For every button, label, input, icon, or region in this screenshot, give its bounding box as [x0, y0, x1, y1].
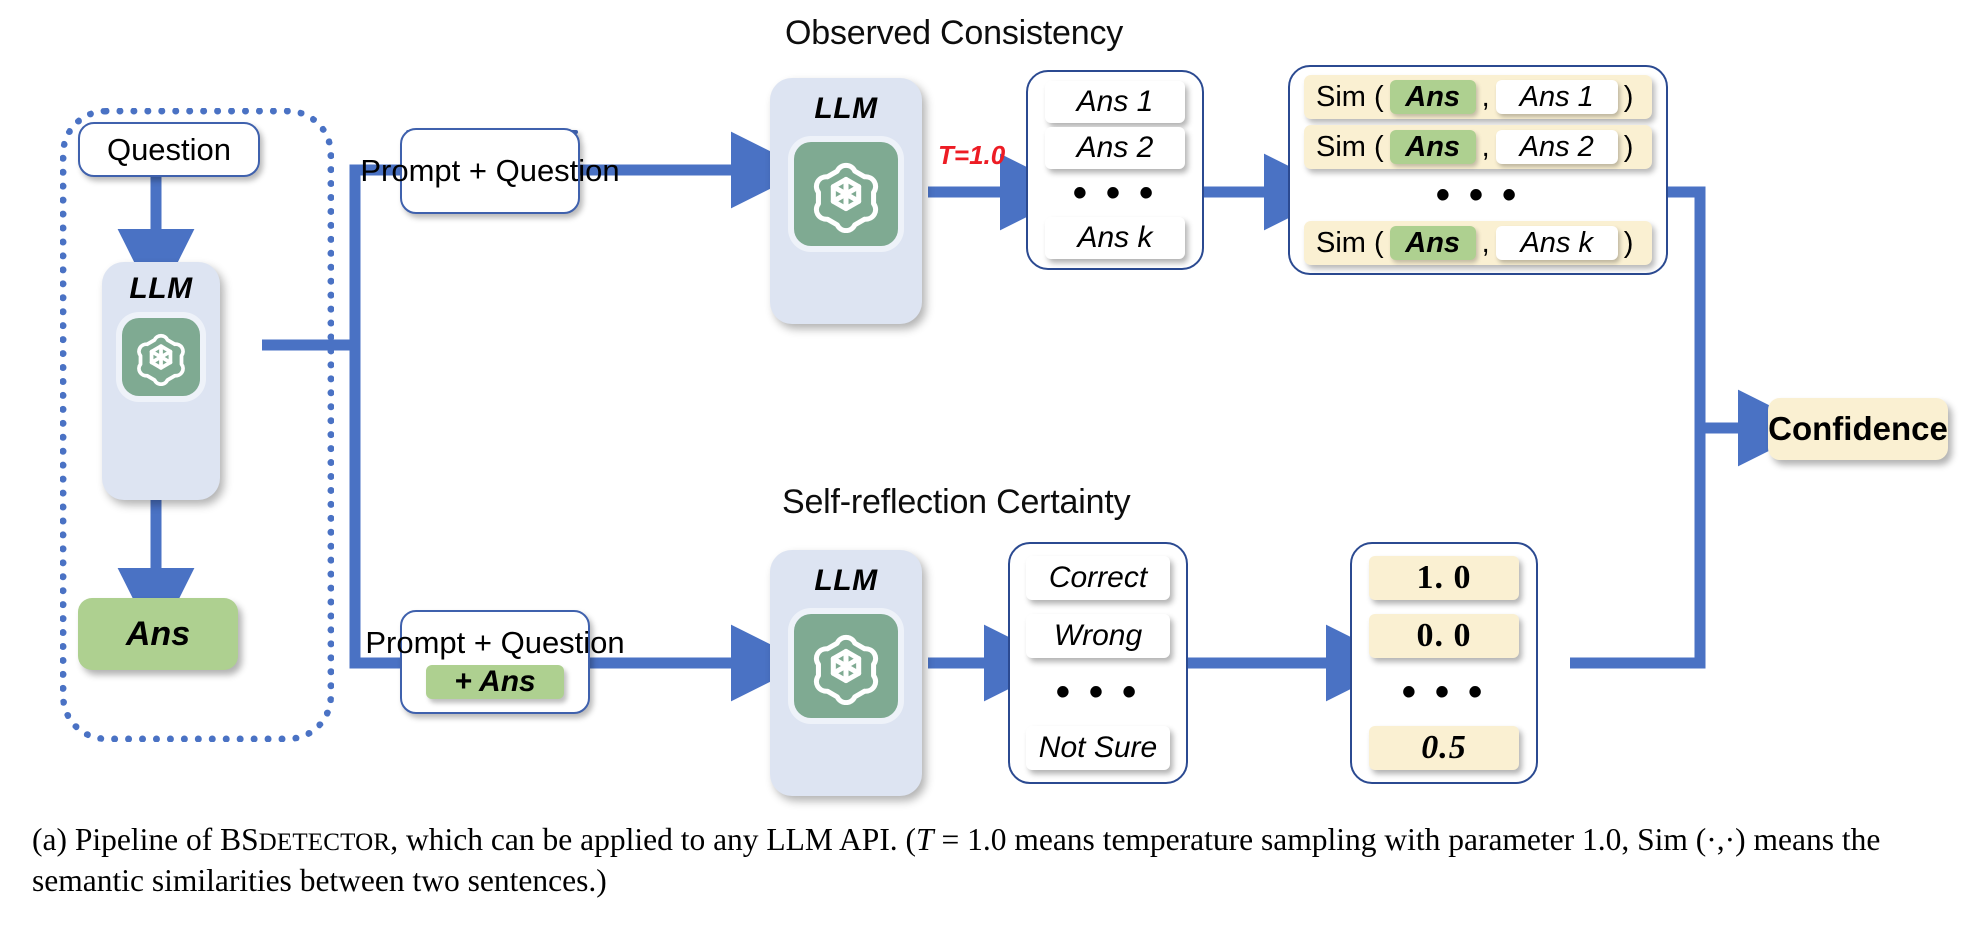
input-pipeline-group	[60, 108, 334, 742]
list-ellipsis: • • •	[1055, 670, 1141, 714]
sim-candidate-answer: Ans k	[1495, 226, 1618, 260]
sim-comma: ,	[1481, 226, 1490, 259]
llm-panel-bottom[interactable]: LLM	[770, 550, 922, 796]
similarity-list: Sim ( Ans , Ans 1 ) Sim ( Ans , Ans 2 ) …	[1288, 65, 1668, 275]
section-title-self-reflection: Self-reflection Certainty	[782, 483, 1131, 521]
sim-suffix: )	[1623, 226, 1634, 259]
sim-comma: ,	[1481, 130, 1490, 163]
score-item[interactable]: 0. 0	[1369, 614, 1519, 658]
sim-suffix: )	[1623, 130, 1634, 163]
openai-logo-icon	[122, 318, 200, 396]
confidence-label: Confidence	[1768, 410, 1948, 447]
list-item[interactable]: Not Sure	[1026, 726, 1170, 770]
sim-row[interactable]: Sim ( Ans , Ans 2 )	[1304, 125, 1652, 169]
sim-prefix: Sim (	[1316, 80, 1384, 113]
sim-suffix: )	[1623, 80, 1634, 113]
list-item[interactable]: Wrong	[1026, 614, 1170, 658]
llm-panel-left[interactable]: LLM	[102, 262, 220, 500]
list-item[interactable]: Ans 2	[1045, 127, 1185, 169]
sim-reference-answer: Ans	[1389, 80, 1476, 114]
answer-chip: + Ans	[426, 665, 564, 699]
openai-logo-icon	[794, 142, 898, 246]
temperature-label: T=1.0	[938, 140, 1006, 170]
sim-ellipsis: • • •	[1435, 173, 1521, 217]
prompt-question-ans-box[interactable]: Prompt + Question + Ans	[365, 610, 625, 714]
list-item[interactable]: Ans 1	[1045, 81, 1185, 123]
sim-prefix: Sim (	[1316, 226, 1384, 259]
score-item[interactable]: 0.5	[1369, 726, 1519, 770]
sim-prefix: Sim (	[1316, 130, 1384, 163]
openai-logo-icon	[794, 614, 898, 718]
prompt-question-label: Prompt + Question	[360, 153, 620, 188]
caption-part1: (a) Pipeline of	[32, 822, 221, 857]
prompt-question-ans-label: Prompt + Question	[365, 625, 625, 660]
llm-label-top: LLM	[814, 92, 878, 125]
sim-comma: ,	[1481, 80, 1490, 113]
self-reflection-verdict-list: Correct Wrong • • • Not Sure	[1008, 542, 1188, 784]
question-box[interactable]: Question	[78, 122, 260, 177]
prompt-question-box[interactable]: Prompt + Question	[360, 128, 620, 214]
llm-label-bottom: LLM	[814, 564, 878, 597]
llm-label-left: LLM	[129, 272, 193, 305]
list-item[interactable]: Ans k	[1045, 217, 1185, 259]
sim-candidate-answer: Ans 1	[1495, 80, 1618, 114]
list-ellipsis: • • •	[1072, 171, 1158, 215]
llm-panel-top[interactable]: LLM	[770, 78, 922, 324]
sim-row[interactable]: Sim ( Ans , Ans 1 )	[1304, 75, 1652, 119]
caption-brand-big: BS	[220, 822, 259, 857]
answer-label: Ans	[125, 614, 191, 653]
self-reflection-score-list: 1. 0 0. 0 • • • 0.5	[1350, 542, 1538, 784]
caption-part3: means temperature sampling with paramete…	[32, 822, 1881, 898]
caption-brand-small: DETECTOR	[258, 829, 391, 856]
section-title-observed-consistency: Observed Consistency	[785, 14, 1124, 52]
caption-math-eq: = 1.0	[933, 822, 1007, 857]
sim-candidate-answer: Ans 2	[1495, 130, 1618, 164]
sim-reference-answer: Ans	[1389, 130, 1476, 164]
score-item[interactable]: 1. 0	[1369, 556, 1519, 600]
question-label: Question	[106, 131, 232, 167]
score-ellipsis: • • •	[1401, 670, 1487, 714]
caption-math-t: T	[916, 822, 934, 857]
list-item[interactable]: Correct	[1026, 556, 1170, 600]
figure-caption: (a) Pipeline of BSDETECTOR, which can be…	[32, 820, 1932, 902]
caption-part2: , which can be applied to any LLM API. (	[390, 822, 917, 857]
sim-row[interactable]: Sim ( Ans , Ans k )	[1304, 221, 1652, 265]
answer-box[interactable]: Ans	[78, 598, 238, 670]
confidence-output-box[interactable]: Confidence	[1768, 398, 1948, 460]
sampled-answers-list: Ans 1 Ans 2 • • • Ans k	[1026, 70, 1204, 270]
sim-reference-answer: Ans	[1389, 226, 1476, 260]
